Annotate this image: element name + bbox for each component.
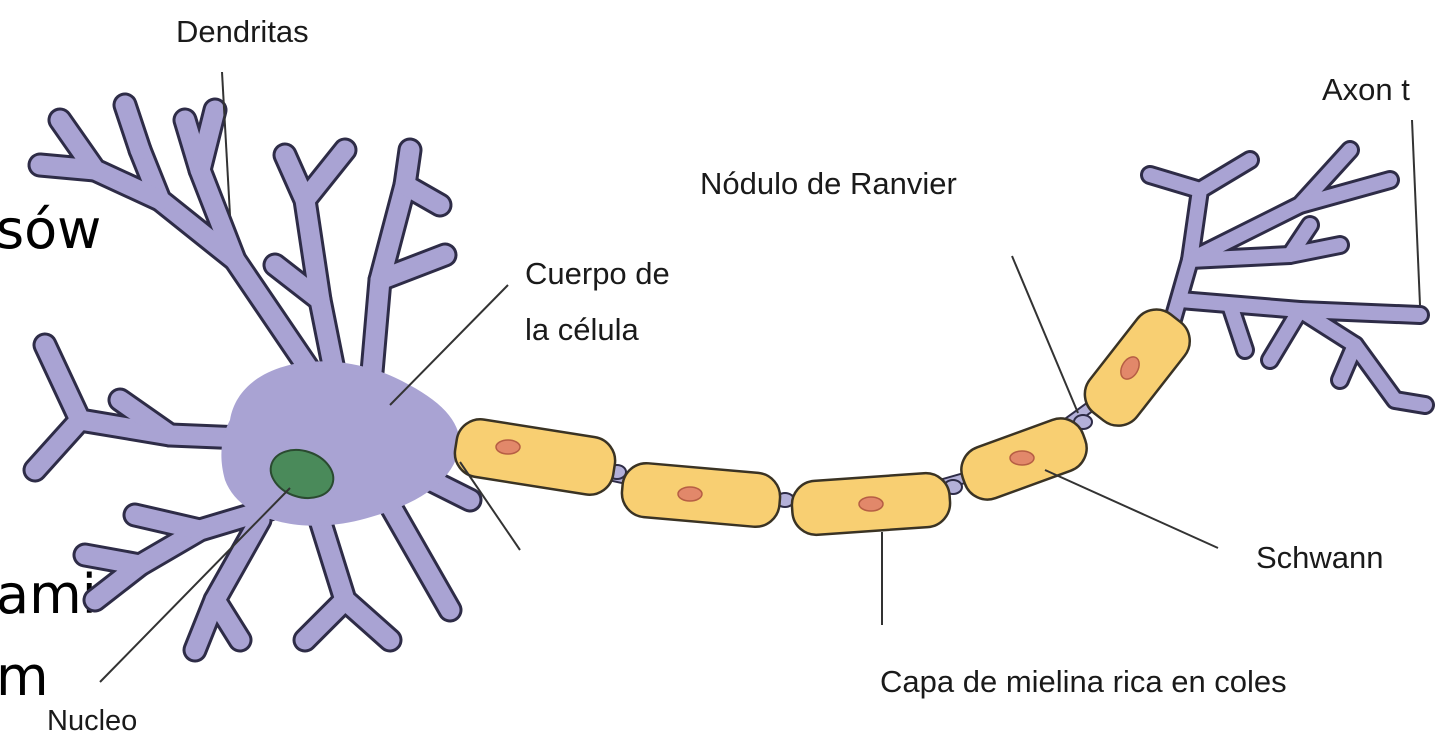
label-axon-terminal: Axon t [1322, 72, 1410, 108]
label-schwann: Schwann [1256, 540, 1384, 576]
label-nodulo-de-ranvier: Nódulo de Ranvier [700, 166, 957, 202]
label-cuerpo-de-la-celula-line2: la célula [525, 312, 639, 348]
label-cuerpo-de-la-celula-line1: Cuerpo de [525, 256, 670, 292]
label-dendritas: Dendritas [176, 14, 309, 50]
cell-body [221, 361, 460, 525]
label-nucleo: Nucleo [47, 705, 137, 738]
label-capa-de-mielina: Capa de mielina rica en coles [880, 664, 1287, 700]
